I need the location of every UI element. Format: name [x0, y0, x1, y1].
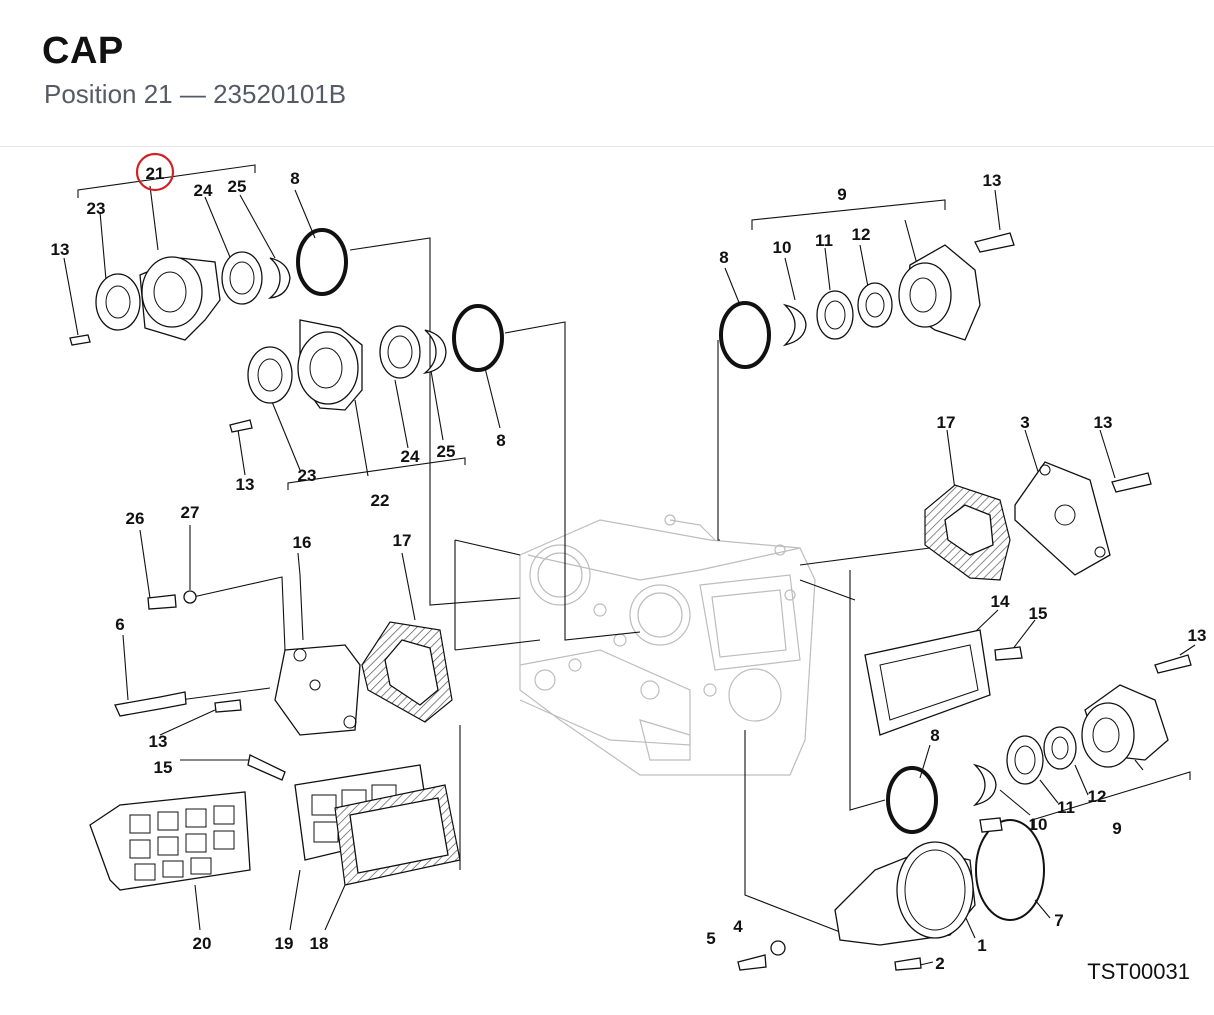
label-11-upper: 11: [815, 231, 833, 250]
label-5: 5: [706, 929, 715, 948]
label-13-top-left: 13: [51, 240, 70, 259]
label-3: 3: [1020, 413, 1029, 432]
label-9-lower: 9: [1112, 819, 1121, 838]
label-25-mid: 25: [437, 442, 456, 461]
cap-assembly-21: [69, 228, 348, 346]
label-8-lower-right: 8: [930, 726, 939, 745]
label-22: 22: [371, 491, 390, 510]
reed-valve-group: [89, 764, 461, 891]
label-15-right: 15: [1029, 604, 1048, 623]
part-number-labels: 21 23 24 25 8 13 23 24 25 8 13 22 8 10 1…: [51, 152, 1207, 984]
position-21-highlight-circle: [135, 152, 175, 192]
label-12-lower: 12: [1088, 787, 1107, 806]
label-13-left-mid: 13: [149, 732, 168, 751]
drawing-code: TST00031: [1087, 959, 1190, 984]
label-4: 4: [733, 917, 743, 936]
label-17-left: 17: [393, 531, 412, 550]
label-12-upper: 12: [852, 225, 871, 244]
label-18: 18: [310, 934, 329, 953]
label-20: 20: [193, 934, 212, 953]
label-26: 26: [126, 509, 145, 528]
page-header: CAP Position 21 — 23520101B: [0, 0, 1214, 147]
label-8-top-left: 8: [290, 169, 299, 188]
label-16: 16: [293, 533, 312, 552]
label-13-lower-right: 13: [1188, 626, 1207, 645]
label-2: 2: [935, 954, 944, 973]
label-13-upper-right: 13: [983, 171, 1002, 190]
label-24-mid: 24: [401, 447, 420, 466]
lower-right-parts: [737, 629, 1192, 971]
label-17-right: 17: [937, 413, 956, 432]
label-10-lower: 10: [1029, 815, 1048, 834]
label-19: 19: [275, 934, 294, 953]
page-title: CAP: [42, 30, 124, 72]
label-25-top: 25: [228, 177, 247, 196]
label-21: 21: [146, 164, 165, 183]
label-23-mid: 23: [298, 466, 317, 485]
label-8-mid: 8: [496, 431, 505, 450]
label-27: 27: [181, 503, 200, 522]
label-11-lower: 11: [1057, 798, 1075, 817]
label-13-mid: 13: [236, 475, 255, 494]
exploded-parts-diagram: 21 23 24 25 8 13 23 24 25 8 13 22 8 10 1…: [51, 152, 1207, 984]
bearing-assembly-9-upper: [719, 232, 1015, 369]
label-8-upper-right: 8: [719, 248, 728, 267]
cover-plate-16-group: [114, 590, 453, 781]
label-10-upper: 10: [773, 238, 792, 257]
label-7: 7: [1054, 911, 1063, 930]
leader-lines: [63, 164, 1196, 966]
label-24-top: 24: [194, 181, 213, 200]
label-23-top: 23: [87, 199, 106, 218]
page-subtitle: Position 21 — 23520101B: [44, 79, 347, 109]
engine-block-drawing: [519, 514, 816, 776]
cap-assembly-22: [229, 304, 504, 433]
label-14: 14: [991, 592, 1010, 611]
label-1: 1: [977, 936, 986, 955]
label-9-upper: 9: [837, 185, 846, 204]
label-15-left: 15: [154, 758, 173, 777]
label-13-right-mid: 13: [1094, 413, 1113, 432]
cover-plate-3-group: [924, 461, 1152, 581]
label-6: 6: [115, 615, 124, 634]
